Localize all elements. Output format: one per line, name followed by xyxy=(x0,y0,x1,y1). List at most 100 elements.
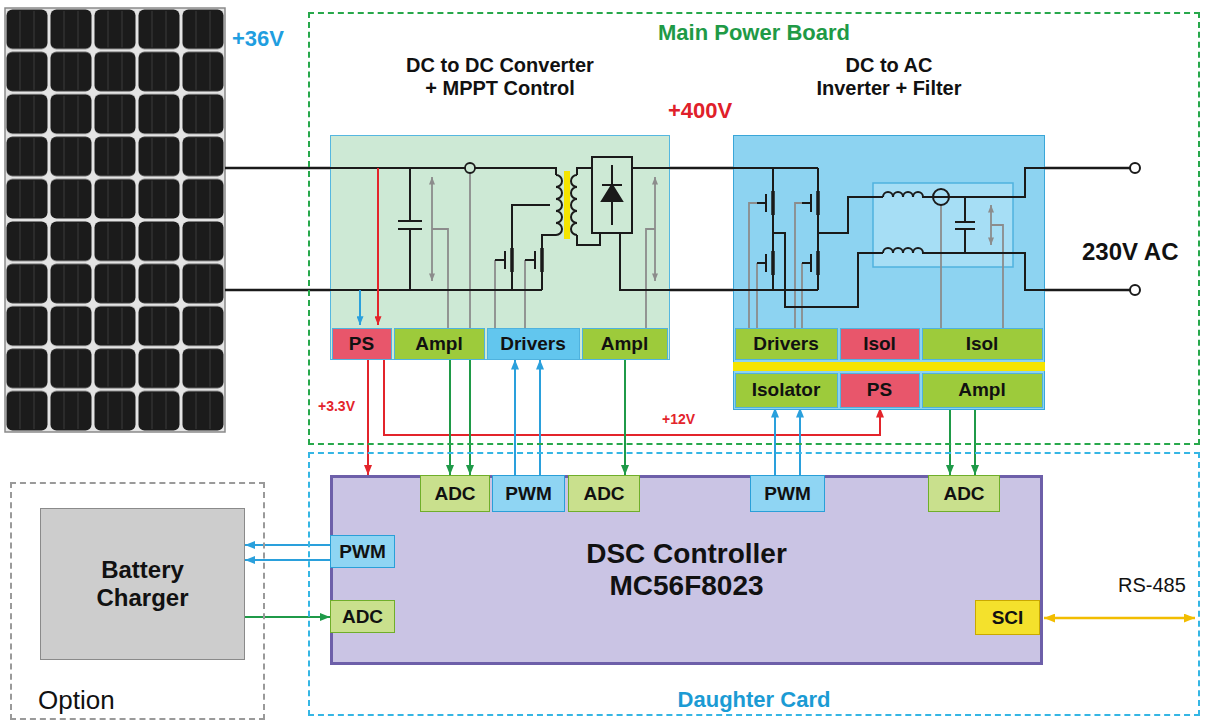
transistor-symbol xyxy=(525,238,542,290)
pwm-port: PWM xyxy=(750,475,825,512)
power-wiring xyxy=(571,175,577,235)
output-terminal xyxy=(1130,285,1140,295)
solar-panel xyxy=(5,8,225,432)
power-rail xyxy=(670,167,733,170)
module-label: ADC xyxy=(434,483,475,505)
module-label: PWM xyxy=(339,541,385,563)
signal-arrow xyxy=(367,360,369,476)
signal-arrow xyxy=(949,408,951,476)
text-holder: Option xyxy=(38,686,115,716)
module-label: Isol xyxy=(966,333,999,355)
switch-symbol xyxy=(802,181,818,225)
module-label: Isolator xyxy=(752,379,821,401)
module-label: ADC xyxy=(943,483,984,505)
sense-line xyxy=(940,205,942,328)
power-wiring xyxy=(883,248,998,253)
module-label: Ampl xyxy=(415,333,463,355)
text-holder: DC to AC Inverter + Filter xyxy=(734,54,1044,100)
module-label: Drivers xyxy=(500,333,566,355)
sense-line xyxy=(991,225,1003,328)
transformer-core xyxy=(564,171,570,239)
power-wiring xyxy=(733,168,1045,307)
signal-arrow xyxy=(245,616,330,618)
signal-arrow xyxy=(624,360,626,476)
power-wiring xyxy=(542,175,562,238)
label-holder: +36V xyxy=(232,26,284,51)
power-rail xyxy=(670,289,733,292)
voltage-label: 230V AC xyxy=(1082,238,1179,266)
power-wiring xyxy=(512,205,550,238)
text-holder: Main Power Board xyxy=(310,20,1198,45)
power-wiring xyxy=(330,168,556,175)
switch-symbol xyxy=(802,241,818,285)
voltage-label: +400V xyxy=(668,98,732,123)
module-label: Drivers xyxy=(753,333,819,355)
module-label: PWM xyxy=(505,483,551,505)
module-label: ADC xyxy=(342,606,383,628)
converter-block: DC to DC Converter + MPPT ControlPSAmplD… xyxy=(330,135,670,360)
power-wiring xyxy=(933,189,949,205)
block-heading: DC to DC Converter + MPPT Control xyxy=(401,54,599,100)
region-title: Option xyxy=(38,686,115,716)
inverter-block: DC to AC Inverter + FilterDriversIsolIso… xyxy=(733,135,1045,410)
signal-arrow xyxy=(774,408,776,476)
current-sensor xyxy=(465,163,475,173)
power-wiring xyxy=(577,233,600,245)
signal-arrow xyxy=(514,360,516,476)
adc-port: ADC xyxy=(420,475,490,512)
power-wiring xyxy=(398,168,422,290)
sense-line xyxy=(749,203,757,328)
signal-arrow xyxy=(799,408,801,476)
signal-arrow xyxy=(974,408,976,476)
power-wiring xyxy=(592,157,632,233)
bus-label: RS-485 xyxy=(1118,574,1186,597)
sense-line xyxy=(795,203,802,328)
module-label: PS xyxy=(349,333,374,355)
label-holder: RS-485 xyxy=(1118,574,1186,597)
power-wiring xyxy=(998,168,1045,197)
power-wire xyxy=(1045,167,1130,170)
region-title: Main Power Board xyxy=(658,20,850,45)
power-wiring xyxy=(733,168,818,290)
pwm-port: PWM xyxy=(492,475,565,512)
sense-line xyxy=(432,229,448,328)
label-holder: +12V xyxy=(662,411,695,427)
label-holder: 230V AC xyxy=(1082,238,1179,266)
sense-line xyxy=(524,260,526,328)
driver-box: Drivers xyxy=(487,328,580,360)
module-label: Ampl xyxy=(958,379,1006,401)
power-wiring xyxy=(883,192,998,197)
power-wiring xyxy=(620,233,670,290)
sense-line xyxy=(469,173,471,328)
isolator-box: Isolator xyxy=(735,373,838,408)
driver-box: Drivers xyxy=(735,328,838,360)
power-wiring xyxy=(773,233,883,307)
isolation-band xyxy=(733,362,1045,371)
controller-box: DSC Controller MC56F8023ADCPWMADCPWMADCP… xyxy=(330,475,1043,665)
sense-line xyxy=(801,263,803,328)
signal-arrow xyxy=(245,544,330,546)
sense-line xyxy=(494,260,496,328)
module-label: Isol xyxy=(863,333,896,355)
charger-label: Battery Charger xyxy=(83,556,203,611)
signal-arrow xyxy=(539,360,541,476)
power-wiring xyxy=(602,185,622,201)
isolation-box: Isol xyxy=(840,328,920,360)
supply-arrow xyxy=(359,290,361,325)
switch-symbol xyxy=(757,241,773,285)
power-wire xyxy=(1045,289,1130,292)
voltage-label: +36V xyxy=(232,26,284,51)
pwm-port: PWM xyxy=(330,535,395,568)
sense-line xyxy=(432,173,655,328)
transistor-symbol xyxy=(495,238,512,290)
power-wiring xyxy=(955,197,975,253)
adc-port: ADC xyxy=(330,600,395,633)
adc-port: ADC xyxy=(928,475,1000,512)
power-wiring xyxy=(632,167,670,169)
sense-line xyxy=(756,263,758,328)
text-holder: Daughter Card xyxy=(310,687,1198,712)
card-region: Daughter CardDSC Controller MC56F8023ADC… xyxy=(308,452,1200,716)
module-label: PS xyxy=(867,379,892,401)
converter-schematic xyxy=(330,135,670,360)
